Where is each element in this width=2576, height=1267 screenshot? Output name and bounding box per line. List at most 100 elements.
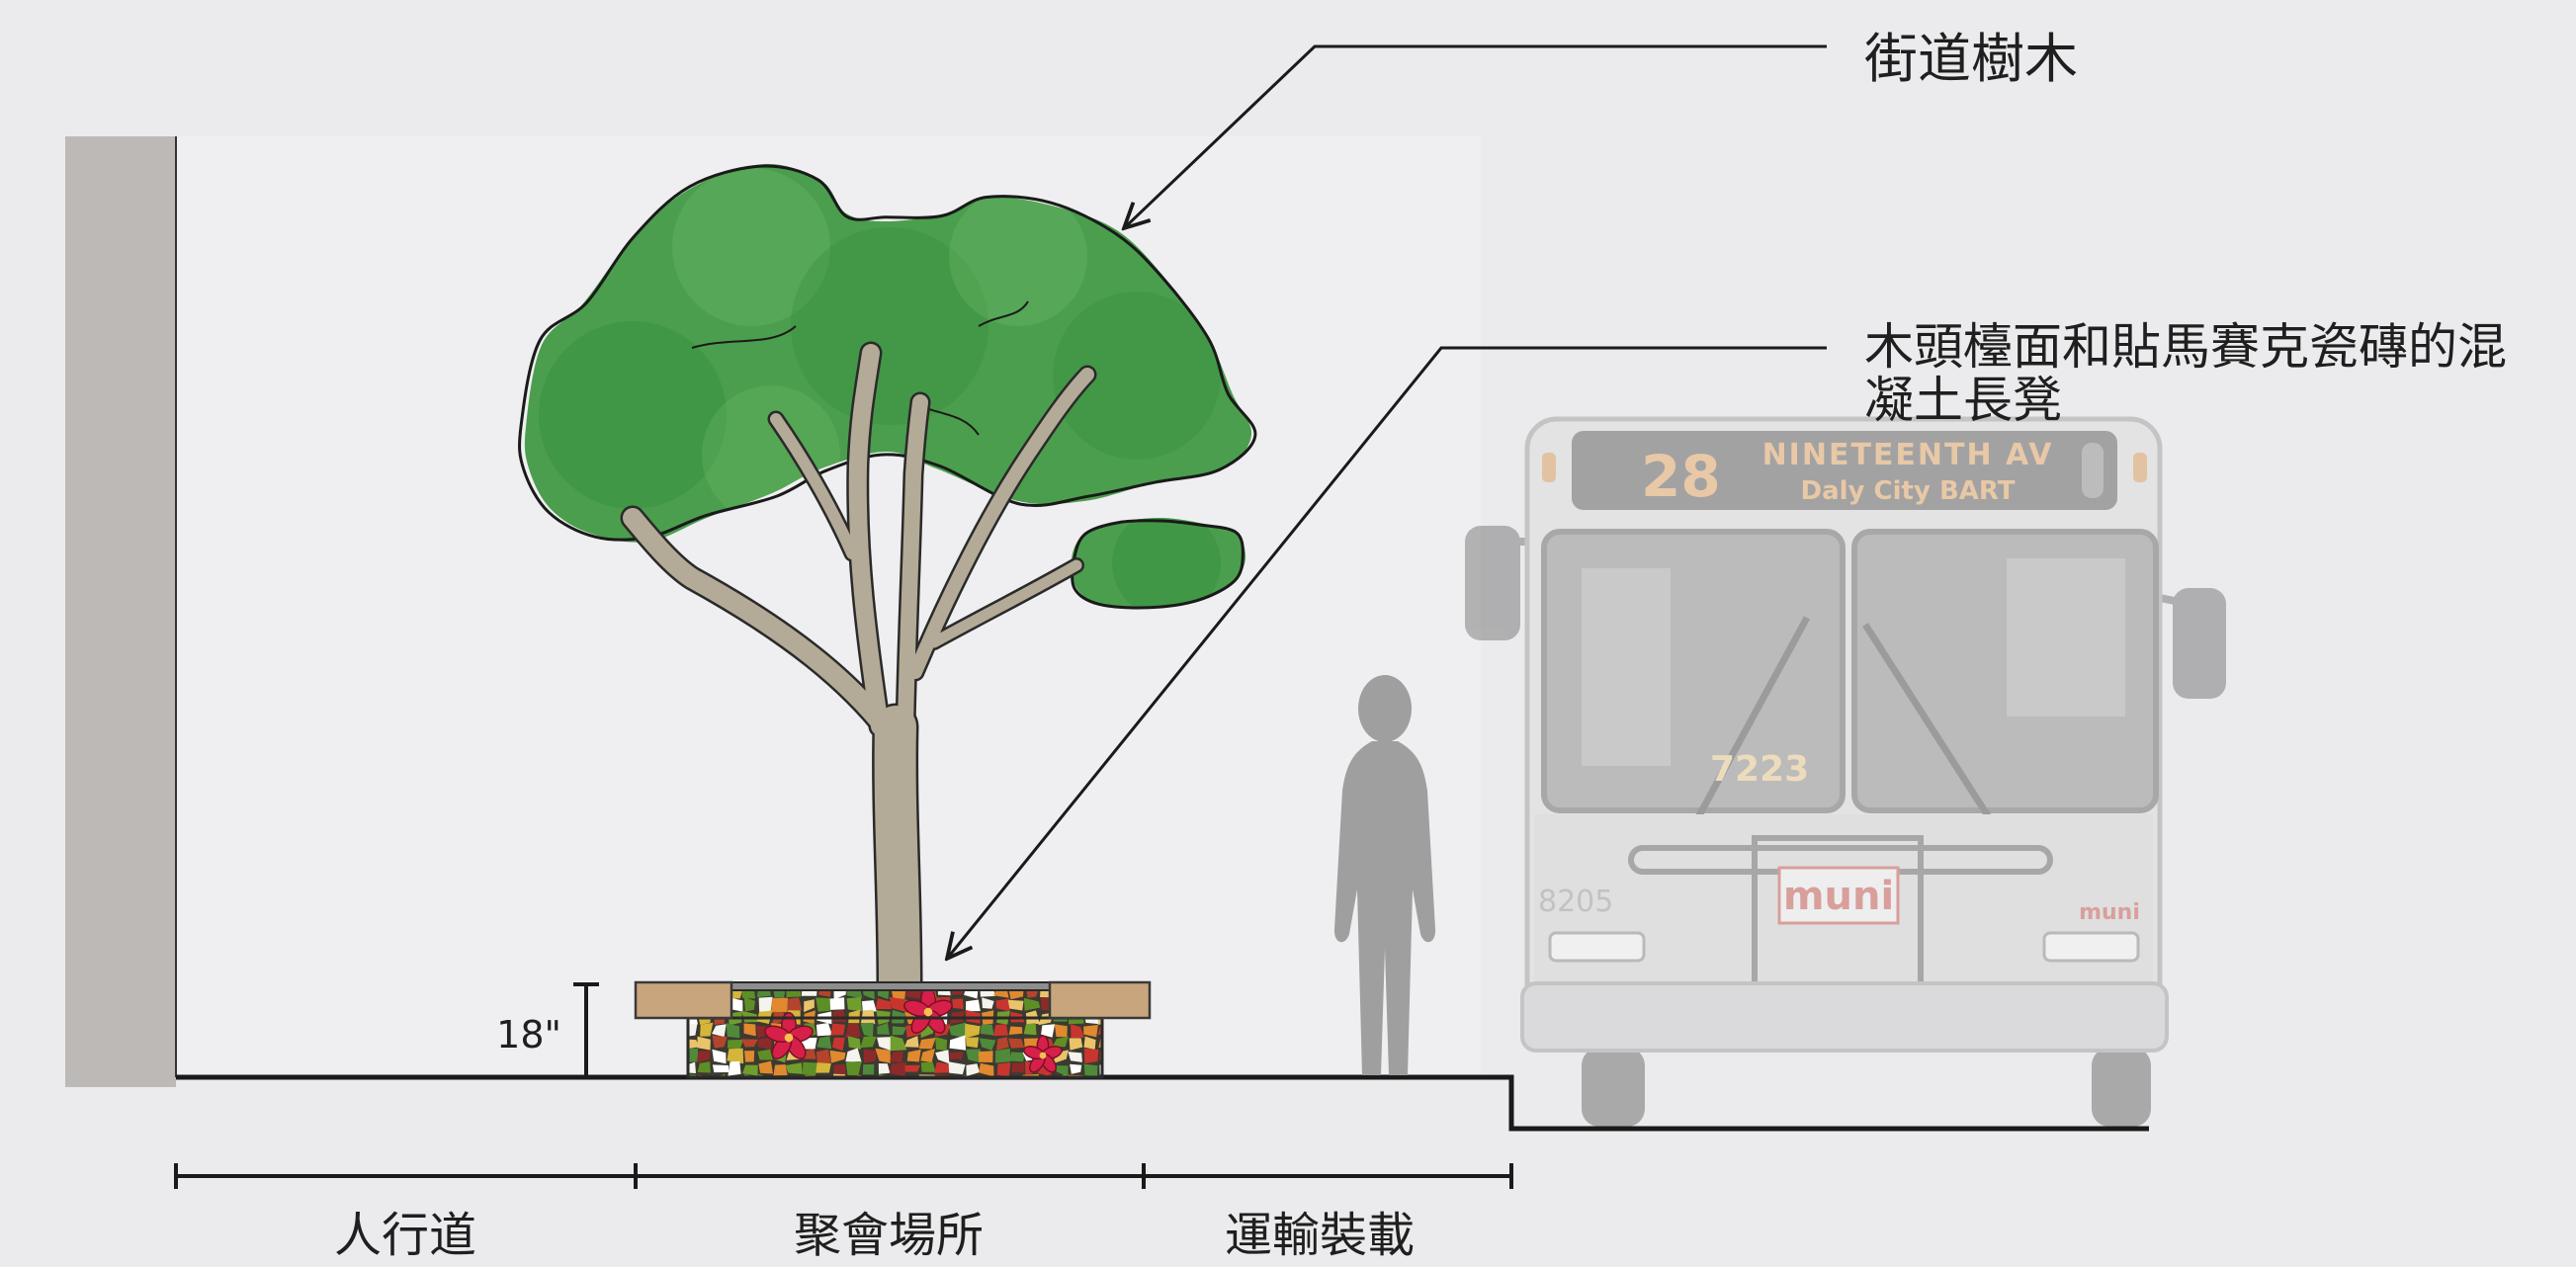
tree-canopy-small-outline — [1071, 519, 1245, 610]
mosaic-tile — [727, 1039, 743, 1050]
mosaic-tile — [965, 1023, 981, 1039]
mosaic-tile — [688, 1023, 698, 1038]
leader-line-street-tree — [1124, 44, 1827, 228]
bus-bumper — [1520, 981, 2169, 1053]
leader-line-bench — [947, 346, 1827, 959]
mosaic-tile — [688, 1039, 700, 1050]
bus-window-reflection — [2007, 558, 2125, 717]
mosaic-tile — [952, 998, 964, 1010]
bus-marker-light-left — [1542, 453, 1556, 482]
mosaic-tile — [1008, 1026, 1023, 1035]
bus-wheel-left — [1582, 1048, 1645, 1127]
mosaic-tile — [979, 1062, 994, 1077]
mosaic-tile — [740, 988, 755, 999]
bus-fleet-number: 8205 — [1538, 885, 1613, 919]
bus-wiper-left — [1688, 616, 1811, 830]
bus-front-panel — [1534, 814, 2153, 982]
mosaic-tile — [1023, 1023, 1037, 1036]
mosaic-tile — [803, 1061, 818, 1076]
bus-marker-light-right — [2133, 453, 2147, 482]
mosaic-tile — [830, 1023, 845, 1036]
canopy-blotch — [791, 227, 988, 425]
mosaic-tile — [845, 1048, 862, 1063]
mosaic-tile — [966, 1063, 980, 1076]
mosaic-tile — [740, 1039, 758, 1048]
zone-dimension: 人行道 聚會場所 運輸裝載 — [174, 1163, 1513, 1263]
zone-label-gathering: 聚會場所 — [794, 1208, 984, 1263]
mosaic-tile — [846, 996, 862, 1012]
bus-bike-rack-bar — [1628, 845, 2053, 875]
mosaic-tile — [845, 1060, 862, 1076]
bench-wood-top-left — [634, 980, 733, 1020]
callout-label-street-tree: 街道樹木 — [1864, 28, 2078, 90]
mosaic-tile — [934, 1061, 951, 1073]
pedestrian-body — [1333, 741, 1436, 1075]
mosaic-tile — [728, 1060, 741, 1076]
bus-logo-plate — [1777, 866, 1900, 925]
tree-branch — [848, 344, 889, 735]
bus-sign-light — [2082, 443, 2104, 498]
bench-wood-top-right — [1048, 980, 1152, 1020]
tree-branch — [898, 394, 928, 734]
flower-center — [1039, 1052, 1047, 1059]
canopy-sketch-line — [691, 325, 797, 349]
mosaic-tile — [712, 1064, 730, 1073]
tree-branch — [928, 559, 1082, 648]
mosaic-tile — [935, 1050, 950, 1064]
bench-top-cap — [730, 981, 1051, 991]
mosaic-tile — [816, 1036, 832, 1050]
zone-label-sidewalk: 人行道 — [334, 1208, 476, 1263]
mosaic-tile — [1007, 999, 1024, 1011]
mosaic-tile — [697, 1061, 711, 1073]
mosaic-tile — [712, 1049, 727, 1064]
mosaic-tile — [860, 1022, 874, 1038]
building-wall — [65, 136, 176, 1087]
tree-canopy — [524, 163, 1252, 543]
mosaic-tile — [1008, 1052, 1026, 1062]
mosaic-tile — [889, 996, 907, 1012]
mosaic-tile — [889, 1061, 906, 1077]
mosaic-tile — [688, 1061, 696, 1073]
mosaic-tile — [979, 1038, 996, 1051]
bench-height-dimension: 18" — [496, 982, 599, 1077]
mosaic-tile — [875, 1048, 891, 1063]
mosaic-tile — [995, 998, 1010, 1012]
mosaic-tile — [787, 997, 803, 1011]
mosaic-flower — [1023, 1035, 1063, 1073]
tree-branches — [620, 341, 1097, 1008]
mosaic-tile — [878, 1063, 891, 1074]
tree-branch — [770, 413, 858, 559]
mosaic-tile — [712, 1035, 728, 1049]
bus-window-reflection — [1582, 568, 1671, 766]
mosaic-tile — [948, 1061, 966, 1075]
mosaic-tile — [1068, 1052, 1082, 1062]
callout-bench: 木頭檯面和貼馬賽克瓷磚的混 凝土長凳 — [947, 318, 2507, 959]
mosaic-tile — [992, 1024, 1008, 1037]
mosaic-tile — [758, 996, 773, 1013]
mosaic-tile — [1052, 1036, 1069, 1048]
mosaic-tile — [1054, 1024, 1068, 1038]
flower-center — [923, 1007, 933, 1017]
mosaic-tile — [712, 1024, 727, 1038]
mosaic-tile — [816, 1049, 831, 1063]
bus-route-number: 28 — [1641, 443, 1721, 510]
bus-windshield-number: 7223 — [1710, 749, 1809, 790]
mosaic-tile — [688, 1048, 699, 1062]
mosaic-tile — [877, 1037, 893, 1051]
mosaic-tile — [966, 999, 981, 1012]
mosaic-tile — [757, 1037, 773, 1050]
mosaic-tile — [829, 997, 845, 1010]
mosaic-tile — [844, 1023, 861, 1039]
mosaic-tile — [758, 1060, 773, 1074]
mosaic-tile — [935, 1037, 948, 1051]
mosaic-tile — [966, 1037, 980, 1049]
tree-branch — [623, 508, 900, 743]
tree-canopy-outline — [518, 164, 1257, 542]
mosaic-tile — [1024, 1038, 1039, 1049]
mosaic-tile — [833, 1063, 847, 1076]
mosaic-tile — [920, 1061, 936, 1072]
mosaic-tile — [862, 988, 875, 1000]
callout-street-tree: 街道樹木 — [1124, 28, 2078, 228]
mosaic-tile — [904, 1064, 921, 1072]
mosaic-tile — [948, 1022, 967, 1039]
